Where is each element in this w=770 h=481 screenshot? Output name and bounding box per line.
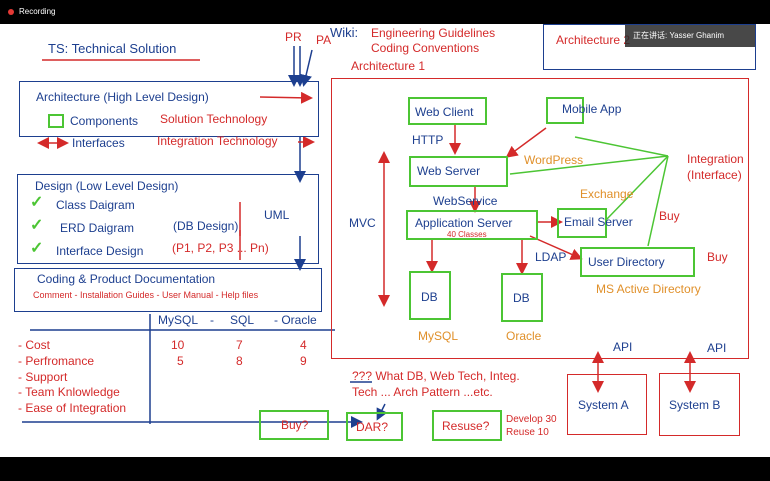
meeting-top-bar: Recording xyxy=(0,0,770,24)
email-server-label: Email Server xyxy=(564,215,633,229)
coding-box-subtitle: Comment - Installation Guides - User Man… xyxy=(33,290,259,300)
buy-option-box: Buy? xyxy=(259,410,329,440)
db-node-oracle: DB xyxy=(501,273,543,322)
web-client-node: Web Client xyxy=(408,97,487,125)
table-header: - Oracle xyxy=(274,313,317,327)
architecture-2-label: Architecture 2 xyxy=(556,33,631,47)
interfaces-label: Interfaces xyxy=(72,136,125,150)
architecture-1-label: Architecture 1 xyxy=(351,59,426,73)
ms-active-directory-label: MS Active Directory xyxy=(596,282,701,296)
dar-option-box: DAR? xyxy=(346,412,403,441)
table-header: SQL xyxy=(230,313,255,327)
buy-label-email: Buy xyxy=(659,209,680,223)
integration-sub-label: (Interface) xyxy=(687,168,742,182)
oracle-label: Oracle xyxy=(506,329,542,343)
architecture-2-box: Architecture 2 xyxy=(543,24,756,70)
table-row-label: - Cost xyxy=(18,338,51,352)
architecture-box-title: Architecture (High Level Design) xyxy=(36,90,209,104)
table-row-label: - Support xyxy=(18,370,68,384)
whiteboard-canvas[interactable]: TS: Technical Solution PR PA Wiki: Engin… xyxy=(0,24,770,457)
design-item: Class Daigram xyxy=(56,198,135,212)
meeting-bottom-bar xyxy=(0,457,770,481)
ts-title: TS: Technical Solution xyxy=(48,41,177,56)
table-cell: 7 xyxy=(236,338,243,352)
reuse-option-label: Resuse? xyxy=(442,419,490,433)
webservice-label: WebService xyxy=(433,194,498,208)
db-design-label: (DB Design) xyxy=(173,219,239,233)
uml-label: UML xyxy=(264,208,290,222)
table-cell: 5 xyxy=(177,354,184,368)
user-directory-node: User Directory xyxy=(580,247,695,277)
system-b-box: System B xyxy=(659,373,740,436)
question-line-1: ??? What DB, Web Tech, Integ. xyxy=(352,369,520,383)
engineering-guidelines: Engineering Guidelines xyxy=(371,26,496,40)
dar-option-label: DAR? xyxy=(356,420,389,434)
reuse-count: Reuse 10 xyxy=(506,427,549,438)
pr-label: PR xyxy=(285,30,302,44)
db-node-mysql: DB xyxy=(409,271,451,320)
whiteboard-strokes xyxy=(22,46,696,428)
system-a-label: System A xyxy=(578,398,629,412)
architecture-1-diagram xyxy=(331,78,749,359)
table-row-label: - Perfromance xyxy=(18,354,95,368)
ldap-label: LDAP xyxy=(535,250,567,264)
buy-label-directory: Buy xyxy=(707,250,728,264)
component-square-icon xyxy=(48,114,64,128)
coding-documentation-box: Coding & Product Documentation Comment -… xyxy=(14,268,322,312)
recording-dot-icon xyxy=(8,9,14,15)
web-server-node: Web Server xyxy=(409,156,508,187)
wordpress-label: WordPress xyxy=(524,153,584,167)
exchange-label: Exchange xyxy=(580,187,634,201)
active-speaker-banner: 正在讲话: Yasser Ghanim xyxy=(625,25,755,47)
design-item: ERD Daigram xyxy=(60,221,135,235)
pa-label: PA xyxy=(316,33,332,47)
integration-technology: Integration Technology xyxy=(157,134,278,148)
table-header: - xyxy=(210,313,214,327)
design-box-title: Design (Low Level Design) xyxy=(35,179,179,193)
application-server-label: Application Server xyxy=(415,216,513,230)
table-header: MySQL xyxy=(158,313,199,327)
application-server-node: Application Server 40 Classes xyxy=(406,210,538,240)
classes-label: 40 Classes xyxy=(447,230,487,239)
table-row-label: - Team Knlowledge xyxy=(18,385,120,399)
table-cell: 10 xyxy=(171,338,185,352)
email-server-node xyxy=(557,208,607,238)
table-row-label: - Ease of Integration xyxy=(18,401,127,415)
api-label: API xyxy=(707,341,727,355)
system-a-box: System A xyxy=(567,374,647,435)
question-line-2: Tech ... Arch Pattern ...etc. xyxy=(352,385,493,399)
mobile-app-node xyxy=(546,97,584,124)
p-list-label: (P1, P2, P3 ... Pn) xyxy=(172,241,269,255)
architecture-box: Architecture (High Level Design) Compone… xyxy=(19,81,319,137)
table-cell: 8 xyxy=(236,354,243,368)
solution-technology: Solution Technology xyxy=(160,112,268,126)
buy-option-label: Buy? xyxy=(281,418,309,432)
web-client-label: Web Client xyxy=(415,105,474,119)
checkmark-icon: ✓ xyxy=(30,194,44,211)
mobile-app-label: Mobile App xyxy=(562,102,622,116)
checkmark-icon: ✓ xyxy=(30,240,44,257)
api-label: API xyxy=(613,340,633,354)
web-server-label: Web Server xyxy=(417,164,481,178)
coding-box-title: Coding & Product Documentation xyxy=(37,272,216,286)
wiki-label: Wiki: xyxy=(330,25,359,40)
design-item: Interface Design xyxy=(56,244,144,258)
table-cell: 4 xyxy=(300,338,307,352)
db-label: DB xyxy=(513,291,530,305)
system-b-label: System B xyxy=(669,398,721,412)
coding-conventions: Coding Conventions xyxy=(371,41,480,55)
http-label: HTTP xyxy=(412,133,444,147)
recording-label: Recording xyxy=(19,7,56,16)
design-box: Design (Low Level Design) ✓ Class Daigra… xyxy=(17,174,319,264)
components-label: Components xyxy=(70,114,139,128)
mysql-label: MySQL xyxy=(418,329,459,343)
user-directory-label: User Directory xyxy=(588,255,665,269)
checkmark-icon: ✓ xyxy=(30,217,44,234)
reuse-option-box: Resuse? xyxy=(432,410,502,441)
develop-count: Develop 30 xyxy=(506,414,557,425)
db-label: DB xyxy=(421,290,438,304)
table-cell: 9 xyxy=(300,354,307,368)
integration-label: Integration xyxy=(687,152,744,166)
mvc-label: MVC xyxy=(349,216,376,230)
